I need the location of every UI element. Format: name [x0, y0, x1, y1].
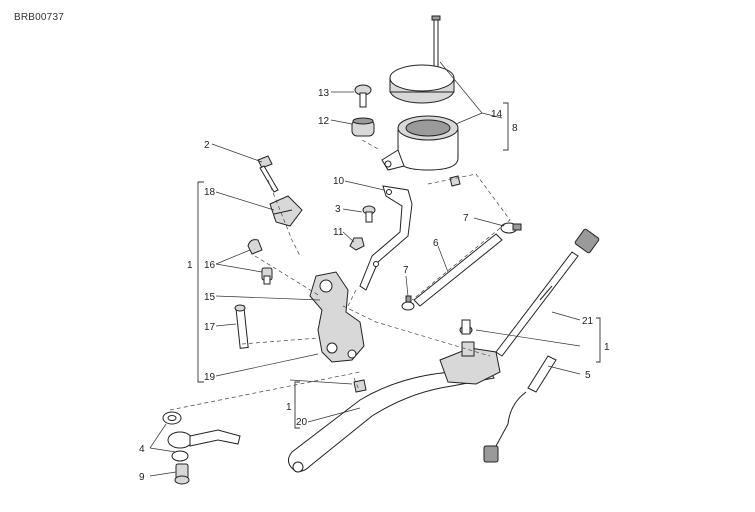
pivot-screw — [257, 155, 279, 193]
guide-line — [347, 289, 357, 307]
reservoir-clip — [449, 175, 461, 187]
reservoir-hose — [413, 233, 503, 307]
callout-1-left: 1 — [187, 260, 193, 271]
rubber-grommet — [351, 117, 375, 137]
guide-line — [241, 337, 319, 345]
callout-7-lower: 7 — [403, 265, 409, 276]
banjo-bolt — [174, 463, 190, 485]
callout-18: 18 — [204, 187, 216, 198]
callout-6: 6 — [433, 238, 439, 249]
callout-7-upper: 7 — [463, 213, 469, 224]
callout-12: 12 — [318, 116, 330, 127]
brake-lever — [288, 367, 495, 473]
hose-clamp-upper — [500, 222, 522, 234]
lever-pivot — [439, 319, 501, 385]
guide-line — [267, 179, 301, 257]
reservoir-body — [381, 115, 459, 171]
drawing-code: BRB00737 — [14, 12, 64, 23]
callout-13: 13 — [318, 88, 330, 99]
bracket-screw — [362, 205, 376, 223]
master-cylinder-rod — [495, 228, 600, 357]
master-cylinder-body — [309, 271, 365, 363]
guide-line — [342, 305, 491, 357]
callout-2: 2 — [204, 140, 210, 151]
callout-8: 8 — [512, 123, 518, 134]
bracket-nut — [349, 237, 365, 251]
guide-line — [361, 139, 381, 151]
sealing-washer-upper — [162, 411, 182, 425]
cap-screw — [354, 84, 372, 108]
callout-19: 19 — [204, 372, 216, 383]
group-bracket-1-left — [197, 181, 204, 383]
reservoir-bracket — [359, 185, 413, 291]
callout-9: 9 — [139, 472, 145, 483]
callout-15: 15 — [204, 292, 216, 303]
hose-clamp-lower — [401, 295, 415, 311]
guide-line — [254, 255, 321, 297]
callout-16: 16 — [204, 260, 216, 271]
guide-line — [169, 371, 361, 411]
callout-17: 17 — [204, 322, 216, 333]
group-bracket-8 — [503, 102, 509, 151]
leader-lines — [149, 61, 581, 477]
sealing-washer-lower — [171, 450, 189, 462]
bleed-nipple — [261, 267, 273, 285]
callout-3: 3 — [335, 204, 341, 215]
brake-light-switch — [483, 355, 557, 463]
guide-line — [411, 173, 511, 301]
lever-nut — [353, 379, 367, 393]
pushrod-pin — [234, 304, 249, 349]
callout-5: 5 — [585, 370, 591, 381]
callout-14: 14 — [491, 109, 503, 120]
group-bracket-1-lower — [294, 381, 300, 429]
adjuster-knob — [269, 195, 303, 227]
callout-10: 10 — [333, 176, 345, 187]
callout-4: 4 — [139, 444, 145, 455]
callout-11: 11 — [333, 227, 344, 238]
guide-line — [353, 377, 361, 393]
group-bracket-1-right — [596, 317, 601, 363]
callout-1-right: 1 — [604, 342, 610, 353]
dust-cap — [247, 239, 263, 255]
reservoir-cap — [389, 64, 455, 104]
callout-20: 20 — [296, 417, 308, 428]
callout-1-lower: 1 — [286, 402, 292, 413]
callout-21: 21 — [582, 316, 594, 327]
banjo-fitting — [167, 429, 241, 449]
